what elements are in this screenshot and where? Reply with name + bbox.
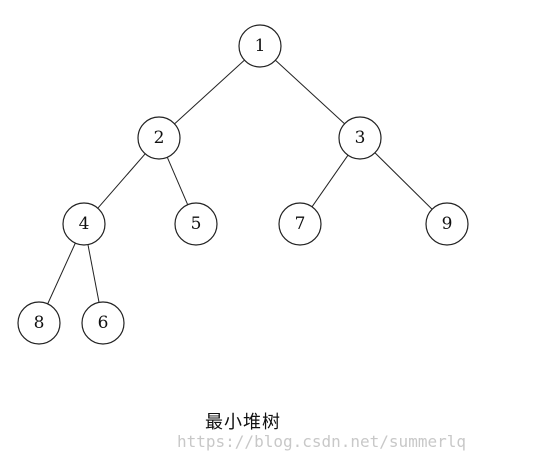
tree-node-6: 6: [81, 301, 125, 345]
node-label: 5: [191, 214, 202, 234]
edge-4-8: [47, 242, 76, 305]
tree-node-5: 5: [174, 202, 218, 246]
node-circle: [278, 202, 322, 246]
node-circle: [174, 202, 218, 246]
tree-node-4: 4: [62, 202, 106, 246]
diagram-caption: 最小堆树: [205, 412, 281, 433]
node-circle: [17, 301, 61, 345]
tree-node-1: 1: [238, 24, 282, 68]
tree-node-9: 9: [425, 202, 469, 246]
node-label: 3: [355, 128, 366, 148]
edge-3-9: [374, 152, 433, 210]
node-circle: [137, 116, 181, 160]
node-circle: [425, 202, 469, 246]
node-circle: [338, 116, 382, 160]
node-label: 2: [154, 128, 165, 148]
edge-2-4: [97, 153, 146, 209]
node-label: 7: [295, 214, 306, 234]
node-label: 1: [255, 36, 266, 56]
edge-1-2: [174, 59, 245, 125]
node-circle: [81, 301, 125, 345]
node-label: 6: [98, 313, 109, 333]
edge-2-5: [166, 157, 189, 205]
node-label: 4: [79, 214, 90, 234]
tree-nodes: 1 2 3 4 5 7 9 8 6: [17, 24, 469, 345]
edge-1-3: [275, 59, 345, 125]
tree-edges: [47, 59, 433, 305]
tree-node-8: 8: [17, 301, 61, 345]
tree-node-3: 3: [338, 116, 382, 160]
node-label: 9: [442, 214, 453, 234]
edge-4-6: [87, 244, 100, 303]
node-label: 8: [34, 313, 45, 333]
node-circle: [238, 24, 282, 68]
edge-3-7: [311, 154, 349, 208]
tree-node-7: 7: [278, 202, 322, 246]
node-circle: [62, 202, 106, 246]
watermark-url: https://blog.csdn.net/summerlq: [177, 432, 466, 451]
tree-node-2: 2: [137, 116, 181, 160]
